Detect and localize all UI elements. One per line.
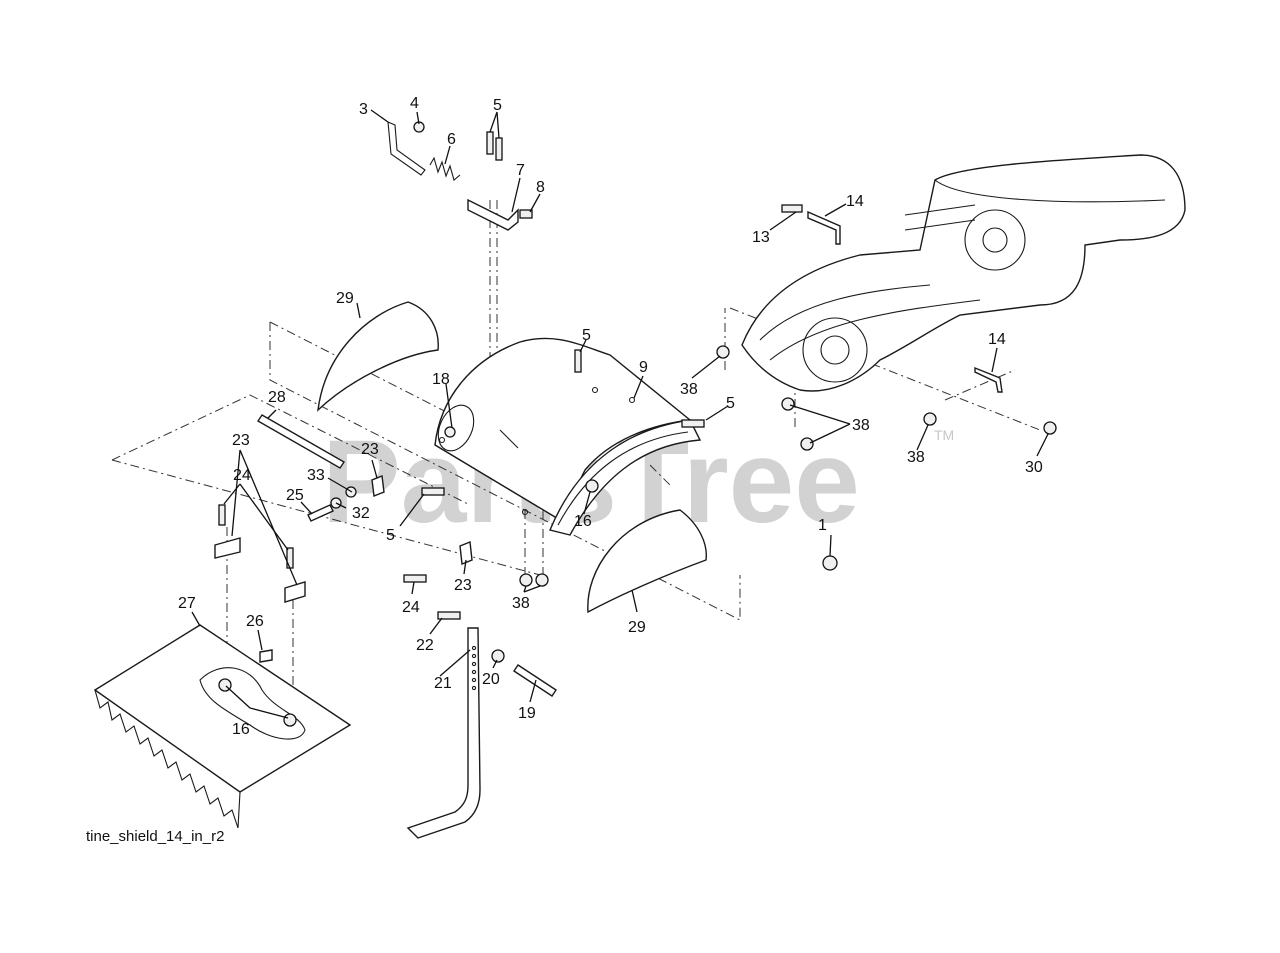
callout-23: 23 bbox=[454, 577, 472, 594]
callout-21: 21 bbox=[434, 675, 452, 692]
callout-16: 16 bbox=[574, 513, 592, 530]
callout-26: 26 bbox=[246, 613, 264, 630]
callout-22: 22 bbox=[416, 637, 434, 654]
callout-33: 33 bbox=[307, 467, 325, 484]
callout-32: 32 bbox=[352, 505, 370, 522]
callout-29: 29 bbox=[336, 290, 354, 307]
bracket-7 bbox=[467, 198, 519, 231]
callout-14: 14 bbox=[846, 193, 864, 210]
callout-38: 38 bbox=[907, 449, 925, 466]
callout-13: 13 bbox=[752, 229, 770, 246]
shield-flap bbox=[549, 419, 702, 536]
bracket-23-rear bbox=[214, 537, 241, 559]
callout-14: 14 bbox=[988, 331, 1006, 348]
bracket-14-lower bbox=[974, 366, 1003, 393]
callout-leader-lines bbox=[191, 109, 1049, 719]
lever-3 bbox=[387, 121, 426, 176]
rear-drag-shield bbox=[93, 624, 352, 829]
callout-7: 7 bbox=[516, 162, 525, 179]
bracket-23-mid bbox=[459, 541, 473, 565]
tine-shield-main bbox=[434, 337, 692, 521]
pin-19 bbox=[513, 664, 557, 697]
callout-5: 5 bbox=[493, 97, 502, 114]
spring-6 bbox=[429, 156, 461, 181]
depth-bar bbox=[406, 627, 481, 839]
plate-26 bbox=[259, 649, 273, 663]
side-shield-upper bbox=[317, 301, 439, 412]
callout-20: 20 bbox=[482, 671, 500, 688]
side-shield-lower bbox=[587, 509, 707, 614]
callout-23: 23 bbox=[361, 441, 379, 458]
callout-16: 16 bbox=[232, 721, 250, 738]
callout-5: 5 bbox=[726, 395, 735, 412]
pin-25 bbox=[307, 504, 334, 522]
bracket-23-rear2 bbox=[284, 581, 306, 603]
tiller-drive-housing bbox=[741, 154, 1186, 392]
callout-1: 1 bbox=[818, 517, 827, 534]
callout-4: 4 bbox=[410, 95, 419, 112]
callout-27: 27 bbox=[178, 595, 196, 612]
callout-24: 24 bbox=[233, 467, 251, 484]
callout-30: 30 bbox=[1025, 459, 1043, 476]
bracket-14-upper bbox=[807, 210, 841, 245]
callout-5: 5 bbox=[386, 527, 395, 544]
callout-19: 19 bbox=[518, 705, 536, 722]
hardware-fasteners bbox=[218, 121, 1057, 663]
diagram-caption: tine_shield_14_in_r2 bbox=[86, 828, 224, 845]
callout-labels: 3 4 5 6 7 8 13 14 29 5 9 18 38 5 14 28 3… bbox=[178, 95, 1043, 738]
callout-29: 29 bbox=[628, 619, 646, 636]
callout-8: 8 bbox=[536, 179, 545, 196]
bracket-23-left bbox=[371, 475, 385, 497]
callout-18: 18 bbox=[432, 371, 450, 388]
callout-38: 38 bbox=[852, 417, 870, 434]
rod-28 bbox=[257, 414, 345, 469]
callout-25: 25 bbox=[286, 487, 304, 504]
callout-3: 3 bbox=[359, 101, 368, 118]
watermark-trademark: TM bbox=[934, 427, 954, 443]
callout-6: 6 bbox=[447, 131, 456, 148]
callout-28: 28 bbox=[268, 389, 286, 406]
callout-38: 38 bbox=[680, 381, 698, 398]
callout-23: 23 bbox=[232, 432, 250, 449]
callout-24: 24 bbox=[402, 599, 420, 616]
callout-9: 9 bbox=[639, 359, 648, 376]
callout-5: 5 bbox=[582, 327, 591, 344]
callout-38: 38 bbox=[512, 595, 530, 612]
